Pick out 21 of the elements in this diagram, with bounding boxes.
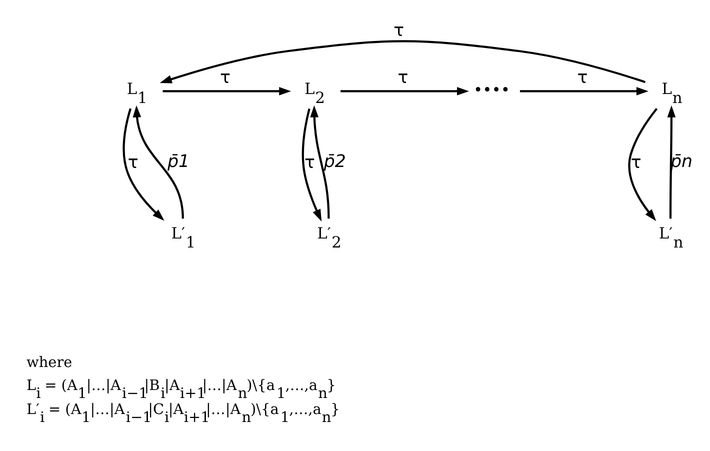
arrow (160, 40, 646, 84)
edge-label: τ (577, 68, 588, 88)
edge-label: τ (398, 68, 408, 88)
edge-label: τ (220, 68, 231, 88)
arrow (520, 87, 648, 96)
label: where (26, 354, 72, 371)
edge-label: τ (304, 152, 316, 173)
arrow (162, 87, 292, 96)
edge-label: τ (394, 20, 404, 41)
edge-label: p̄2 (324, 152, 346, 172)
arrow (302, 108, 322, 222)
edge-label: τ (128, 152, 138, 173)
arrow (132, 105, 184, 219)
edge-label: p̄1 (167, 152, 190, 172)
arrow (340, 87, 469, 96)
arrow (122, 108, 164, 221)
arrow (667, 105, 676, 219)
arrow (310, 105, 330, 219)
arrow (628, 108, 658, 222)
node-text: •••• (474, 80, 510, 99)
edge-label: τ (630, 152, 642, 173)
